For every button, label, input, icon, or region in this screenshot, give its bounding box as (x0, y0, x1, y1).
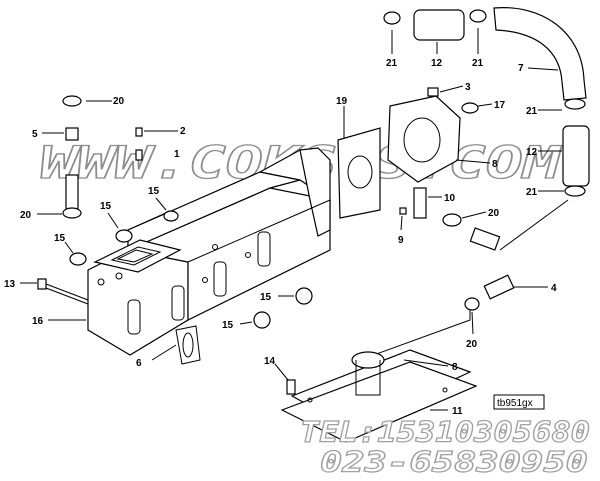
exhaust-manifold (87, 147, 331, 356)
connector-fittings (399, 187, 515, 311)
callout-8: 8 (492, 159, 498, 170)
callout-4: 4 (551, 283, 557, 294)
callout-11: 11 (452, 406, 463, 417)
callout-7: 7 (518, 63, 524, 74)
contact-tel: TEL:15310305680 (300, 416, 590, 449)
callout-8: 8 (452, 362, 458, 373)
callout-21: 21 (526, 106, 538, 117)
callout-16: 16 (32, 316, 44, 327)
callout-20: 20 (488, 208, 500, 219)
callout-3: 3 (465, 82, 471, 93)
diagram-id: tb951gx (497, 398, 533, 409)
callout-1: 1 (174, 149, 180, 160)
callout-15: 15 (260, 292, 272, 303)
callout-21: 21 (526, 187, 538, 198)
callout-20: 20 (113, 96, 125, 107)
plug (135, 149, 143, 161)
callout-10: 10 (444, 193, 456, 204)
short-hose-assembly (62, 95, 82, 219)
callout-labels: 21 12 21 7 20 5 2 1 3 17 19 8 21 12 21 1… (4, 58, 557, 417)
port-gasket (175, 325, 201, 365)
callout-15: 15 (148, 186, 160, 197)
callout-17: 17 (494, 100, 506, 111)
callout-20: 20 (20, 210, 32, 221)
callout-19: 19 (336, 96, 348, 107)
fitting (135, 127, 143, 137)
callout-21: 21 (386, 58, 398, 69)
callout-13: 13 (4, 279, 16, 290)
callout-6: 6 (136, 358, 142, 369)
callout-leaders (20, 28, 564, 411)
callout-15: 15 (54, 233, 66, 244)
capscrew (37, 278, 89, 305)
expansion-plugs (69, 210, 313, 329)
diagram-id-box (493, 394, 545, 410)
callout-15: 15 (222, 320, 234, 331)
contact-phone: 023-65830950 (320, 446, 588, 479)
upper-hose-assembly (383, 7, 590, 197)
callout-20: 20 (466, 339, 478, 350)
callout-21: 21 (472, 58, 484, 69)
callout-12: 12 (526, 147, 538, 158)
cover-plate-assembly (280, 349, 478, 443)
callout-12: 12 (431, 58, 443, 69)
callout-15: 15 (100, 201, 112, 212)
elbow-connection (337, 87, 479, 219)
callout-9: 9 (398, 235, 404, 246)
callout-2: 2 (180, 126, 186, 137)
callout-14: 14 (264, 356, 276, 367)
callout-5: 5 (32, 129, 38, 140)
